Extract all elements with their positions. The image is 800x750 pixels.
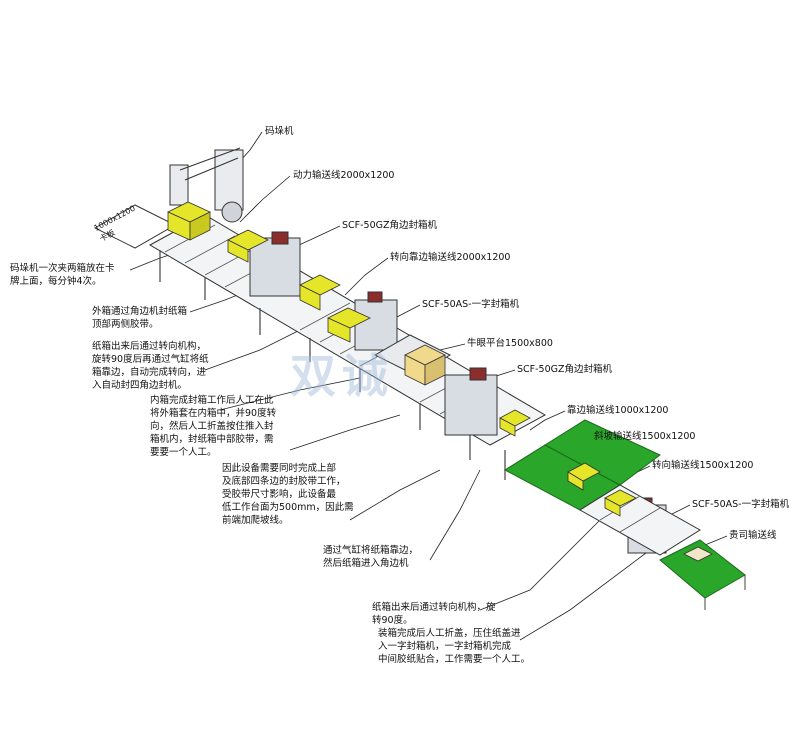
label-output-conveyor: 贵司输送线 (729, 530, 777, 541)
note-rotate: 纸箱出来后通过转向机构，旋 转90度。 (372, 602, 496, 626)
sealing-machines (249, 231, 667, 554)
note-outer-carton: 外箱通过角边机封纸箱 顶部两侧胶带。 (92, 306, 188, 330)
note-inner-carton: 内箱完成封箱工作后人工在此 将外箱套在内箱中，并90度转 向，然后人工折盖按住推… (150, 395, 277, 458)
output-conveyor (659, 539, 746, 610)
label-turning-conveyor: 转向靠边输送线2000x1200 (390, 252, 511, 263)
label-scf50gz-1: SCF-50GZ角边封箱机 (342, 220, 438, 231)
label-scf50gz-2: SCF-50GZ角边封箱机 (517, 364, 613, 375)
palletizer-robot (169, 147, 244, 223)
label-turn-conveyor: 转向输送线1500x1200 (652, 460, 754, 471)
label-incline-conveyor: 斜坡输送线1500x1200 (594, 431, 696, 442)
label-powered-conveyor: 动力输送线2000x1200 (293, 170, 395, 181)
note-palletizer: 码垛机一次夹两箱放在卡 牌上面，每分钟4次。 (10, 263, 115, 287)
label-palletizer: 码垛机 (265, 126, 294, 137)
note-manual-fold: 装箱完成后人工折盖，压住纸盖进 入一字封箱机，一字封箱机完成 中间胶纸贴合，工作… (378, 628, 531, 665)
note-turning: 纸箱出来后通过转向机构， 旋转90度后再通过气缸将纸 箱靠边，自动完成转向，进 … (92, 341, 209, 391)
label-scf50as-1: SCF-50AS-一字封箱机 (422, 299, 520, 310)
label-edge-conveyor: 靠边输送线1000x1200 (567, 405, 669, 416)
open-carton (404, 344, 446, 386)
label-bullseye-platform: 牛眼平台1500x800 (467, 338, 553, 349)
label-scf50as-2: SCF-50AS-一字封箱机 (692, 499, 790, 510)
note-incline-reason: 因此设备需要同时完成上部 及底部四条边的封胶带工作， 受胶带尺寸影响，此设备最 … (222, 463, 354, 526)
watermark: 双诚 (290, 349, 394, 403)
cartons (167, 201, 713, 562)
note-cylinder: 通过气缸将纸箱靠边， 然后纸箱进入角边机 (323, 545, 419, 569)
